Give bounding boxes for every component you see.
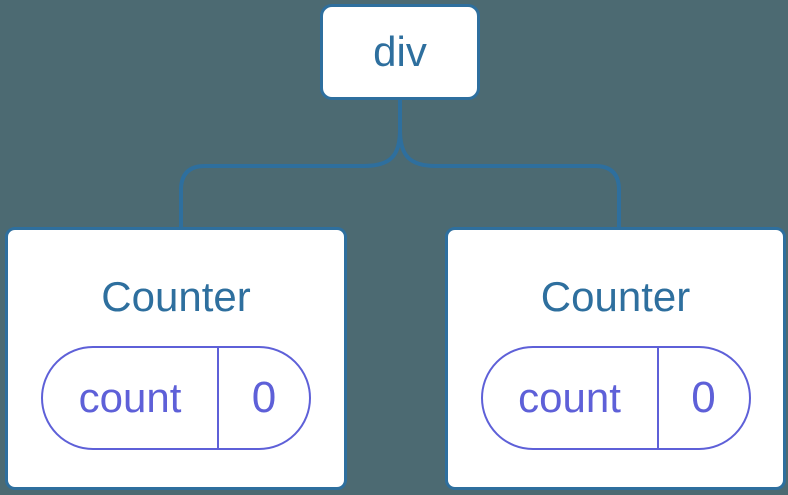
component-card-right: Counter count 0 xyxy=(445,227,786,490)
state-key: count xyxy=(483,348,659,448)
state-value: 0 xyxy=(691,373,716,422)
component-title: Counter xyxy=(101,273,251,320)
root-node: div xyxy=(320,4,480,100)
component-title: Counter xyxy=(540,273,691,320)
component-card-left: Counter count 0 xyxy=(5,227,347,490)
state-value: 0 xyxy=(251,373,277,422)
state-key: count xyxy=(43,348,219,448)
root-node-label: div xyxy=(373,28,427,75)
connector-branch-right xyxy=(398,100,621,228)
connector-branch-left xyxy=(179,100,402,228)
state-pill: count 0 xyxy=(41,346,311,450)
state-pill: count 0 xyxy=(480,346,751,450)
